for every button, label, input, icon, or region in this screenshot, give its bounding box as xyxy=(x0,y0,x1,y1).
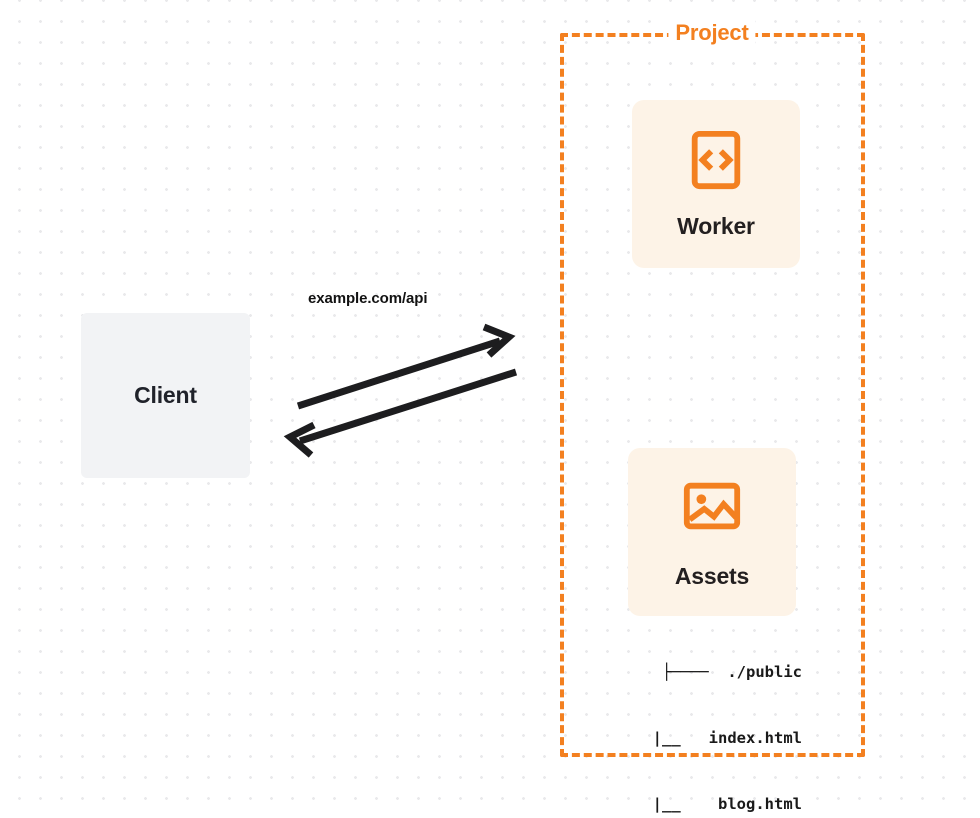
worker-card[interactable]: Worker xyxy=(632,100,800,268)
response-arrow xyxy=(283,368,518,458)
project-title: Project xyxy=(668,20,756,46)
assets-file-tree: ├──── ./public |__ index.html |__ blog.h… xyxy=(600,617,802,818)
file-tree-row: |__ index.html xyxy=(624,729,802,747)
client-label: Client xyxy=(134,382,197,408)
edge-label-api-url: example.com/api xyxy=(308,290,428,307)
client-node[interactable]: Client xyxy=(81,313,250,478)
image-icon xyxy=(683,482,741,529)
assets-card[interactable]: Assets xyxy=(628,448,796,616)
file-tree-row: ├──── ./public xyxy=(662,663,802,681)
assets-card-label: Assets xyxy=(674,562,750,589)
worker-card-label: Worker xyxy=(677,212,755,239)
code-brackets-icon xyxy=(691,130,741,189)
request-arrow xyxy=(296,323,516,410)
file-tree-row: |__ blog.html xyxy=(624,795,802,813)
